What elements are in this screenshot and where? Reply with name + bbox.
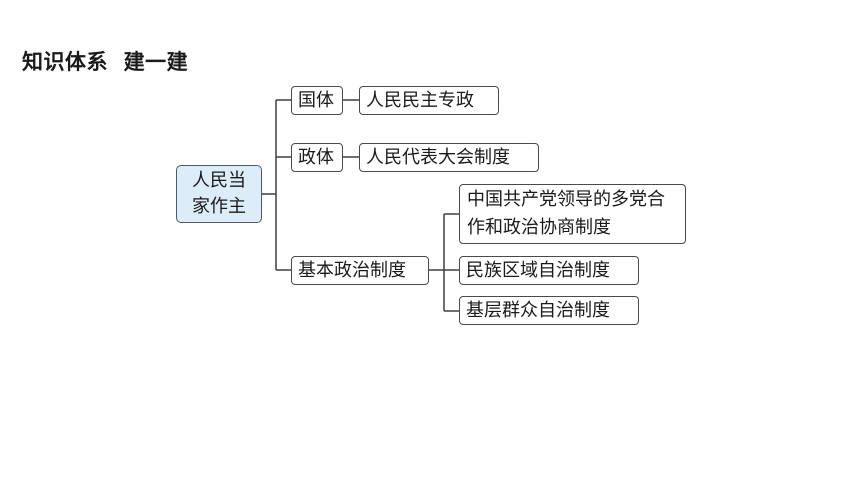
leaf-node-label: 民族区域自治制度 (466, 259, 610, 281)
branch-node-zhengti: 政体 (291, 143, 343, 172)
leaf-node-renmin-minzhu-zhuanzheng: 人民民主专政 (359, 86, 499, 115)
leaf-node-label: 人民代表大会制度 (366, 146, 510, 168)
root-node-label: 人民当家作主 (192, 170, 246, 217)
branch-node-jiben-zhengzhi-zhidu: 基本政治制度 (291, 256, 429, 285)
leaf-node-renmin-daibiao-dahui: 人民代表大会制度 (359, 143, 539, 172)
branch-node-label: 国体 (298, 89, 334, 111)
branch-node-label: 基本政治制度 (298, 259, 406, 281)
leaf-node-jiceng-qunzhong-zizhi: 基层群众自治制度 (459, 296, 639, 325)
leaf-node-duodang-hezuo: 中国共产党领导的多党合作和政治协商制度 (459, 184, 686, 244)
root-node: 人民当家作主 (176, 165, 262, 223)
leaf-node-label: 基层群众自治制度 (466, 299, 610, 321)
leaf-node-label: 中国共产党领导的多党合作和政治协商制度 (467, 189, 665, 238)
branch-node-guoti: 国体 (291, 86, 343, 115)
page-title: 知识体系 建一建 (22, 50, 189, 74)
leaf-node-label: 人民民主专政 (366, 89, 474, 111)
leaf-node-minzu-quyu-zizhi: 民族区域自治制度 (459, 256, 639, 285)
branch-node-label: 政体 (298, 146, 334, 168)
